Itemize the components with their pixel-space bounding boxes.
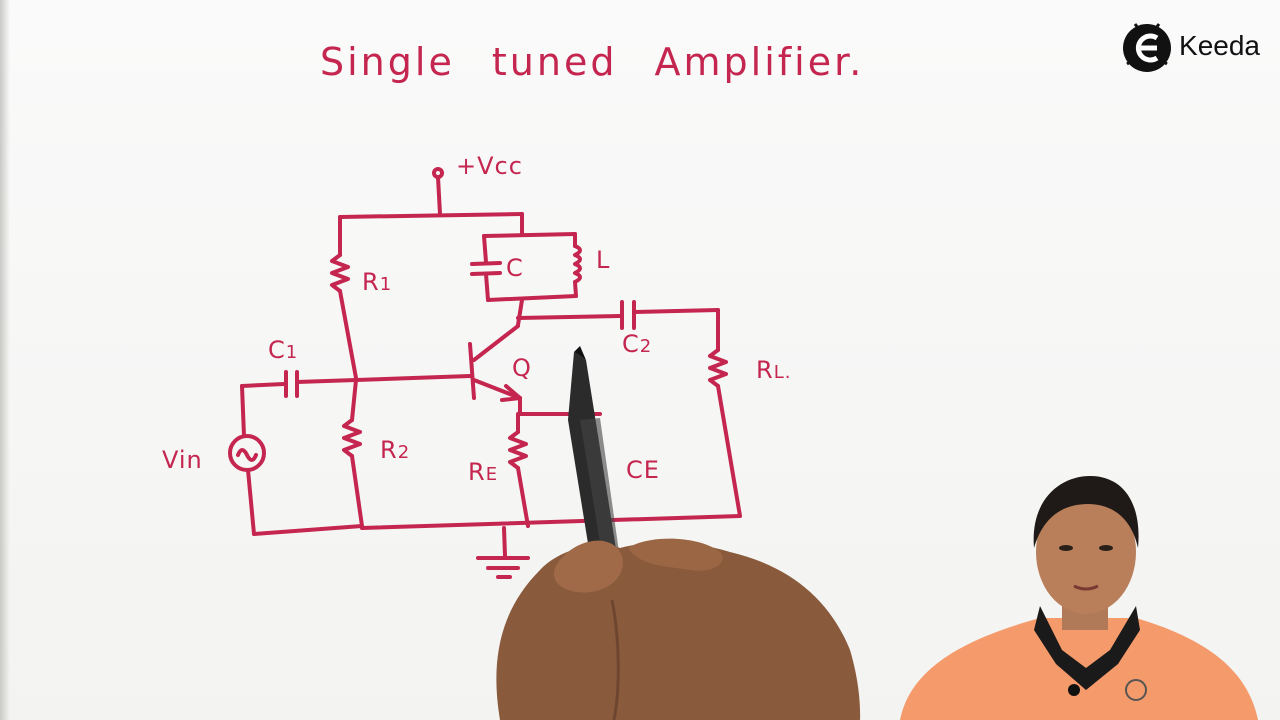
c2-label: C2 — [622, 330, 653, 358]
shirt-logo-icon — [1125, 679, 1147, 701]
re-subscript: E — [485, 464, 499, 485]
q-label: Q — [512, 354, 532, 382]
lapel-microphone — [1068, 684, 1080, 696]
tank-capacitor — [470, 261, 502, 266]
presenter-hand — [496, 538, 861, 720]
r2-resistor — [342, 418, 362, 458]
l-label: L — [596, 246, 611, 274]
r1-resistor — [330, 253, 350, 293]
r1-label: R1 — [362, 268, 393, 296]
board-edge — [0, 0, 10, 720]
transistor-q — [468, 342, 476, 400]
ekeeda-logo-icon — [1123, 23, 1172, 72]
presenter — [900, 476, 1258, 720]
c1-subscript: 1 — [285, 342, 299, 363]
rl-resistor — [708, 348, 728, 388]
ce-label: CE — [626, 456, 660, 484]
logo-text: Keeda — [1179, 30, 1260, 61]
r2-label: R2 — [380, 436, 411, 464]
r2-subscript: 2 — [397, 442, 411, 463]
tank-inductor — [573, 244, 582, 284]
rl-subscript: L. — [773, 362, 792, 383]
re-label: RE — [468, 458, 499, 486]
re-resistor — [508, 430, 528, 470]
rl-label: RL. — [756, 356, 792, 384]
c2-subscript: 2 — [639, 336, 653, 357]
c1-label: C1 — [268, 336, 299, 364]
r1-subscript: 1 — [379, 274, 393, 295]
vcc-label: +Vcc — [456, 152, 523, 180]
c-label: C — [506, 254, 524, 282]
ekeeda-logo: Keeda — [1117, 14, 1260, 78]
diagram-title: Single tuned Amplifier. — [320, 40, 865, 84]
vin-label: Vin — [162, 446, 203, 474]
